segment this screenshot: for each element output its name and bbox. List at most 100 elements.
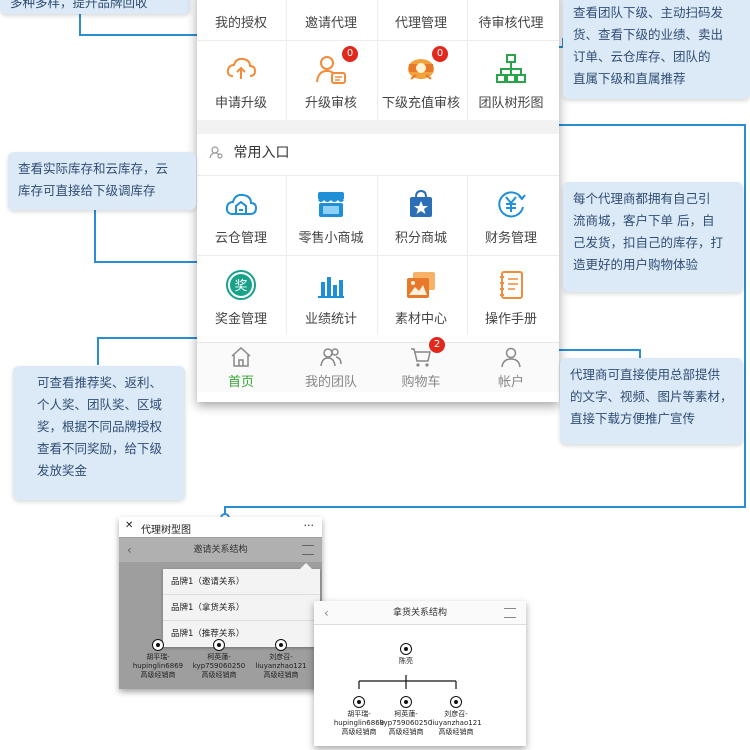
grid-item-upgrade-review[interactable]: 0 升级审核 <box>287 46 375 111</box>
grid-item-team-tree[interactable]: 团队树形图 <box>467 52 555 111</box>
tab-account[interactable]: 帐户 <box>467 343 555 390</box>
grid-item-material-center[interactable]: 素材中心 <box>377 268 465 327</box>
grid-label: 待审核代理 <box>478 16 544 31</box>
callout-line: 货、查看下级的业绩、卖出 <box>573 27 724 42</box>
person-pin-icon <box>450 696 462 708</box>
nav-bar: ‹ 拿货关系结构 <box>314 601 526 625</box>
callout-line: 代理商可直接使用总部提供 <box>570 367 721 382</box>
back-icon[interactable]: ‹ <box>324 606 329 620</box>
relation-dropdown-menu: 品牌1（邀请关系） 品牌1（拿货关系） 品牌1（推荐关系） <box>163 563 320 647</box>
tree-root-node[interactable]: 陈亮 <box>371 643 441 666</box>
callout-line: 直属下级和直属推荐 <box>573 71 686 86</box>
callout-material: 代理商可直接使用总部提供 的文字、视频、图片等素材， 直接下载方便推广宣传 <box>560 358 743 444</box>
grid-label: 下级充值审核 <box>381 96 460 111</box>
divider <box>467 175 468 335</box>
tab-label: 我的团队 <box>304 375 357 390</box>
callout-line: 查看不同奖励，给下级 <box>37 441 163 456</box>
recharge-coin-icon: 0 <box>404 46 448 86</box>
callout-line: 每个代理商都拥有自己引 <box>573 191 711 206</box>
grid-item-invite-agent[interactable]: 邀请代理 <box>287 12 375 31</box>
manual-icon <box>494 268 528 302</box>
callout-line: 订单、云仓库存、团队的 <box>573 49 711 64</box>
divider <box>467 0 468 120</box>
callout-line: 查看实际库存和云库存，云 <box>18 161 169 176</box>
grid-item-retail-mall[interactable]: 零售小商城 <box>287 187 375 246</box>
more-icon[interactable]: ··· <box>303 519 315 532</box>
node-level: 高级经销商 <box>341 728 377 736</box>
shop-icon <box>314 187 348 221</box>
grid-item-my-authorization[interactable]: 我的授权 <box>197 12 285 31</box>
close-icon[interactable]: ✕ <box>125 520 134 531</box>
callout-brand-text: 多种多样，提升品牌回收 <box>10 0 148 10</box>
node-level: 高级经销商 <box>263 671 299 679</box>
node-name: 柯英蓮- <box>207 653 231 661</box>
node-level: 高级经销商 <box>388 728 424 736</box>
grid-item-manual[interactable]: 操作手册 <box>467 268 555 327</box>
section-common-entries: 常用入口 <box>209 142 289 162</box>
divider <box>197 175 559 176</box>
callout-line: 发放奖金 <box>37 463 88 478</box>
node-id: kyp759060250 <box>192 662 246 670</box>
home-icon <box>229 345 253 369</box>
grid-label: 零售小商城 <box>298 231 364 246</box>
nav-bar: ‹ 邀请关系结构 <box>119 538 322 562</box>
tree-node[interactable]: 胡平瑞- hupinglin6869 高级经销商 <box>324 696 394 737</box>
menu-item-referral[interactable]: 品牌1（推荐关系） <box>171 629 245 639</box>
grid-item-finance[interactable]: 财务管理 <box>467 187 555 246</box>
node-level: 高级经销商 <box>438 728 474 736</box>
grid-item-agent-management[interactable]: 代理管理 <box>377 12 465 31</box>
grid-item-performance[interactable]: 业绩统计 <box>287 268 375 327</box>
grid-label: 财务管理 <box>484 231 537 246</box>
svg-text:奖: 奖 <box>234 279 247 294</box>
grid-label: 团队树形图 <box>478 96 544 111</box>
person-pin-icon <box>353 696 365 708</box>
callout-bonus: 可查看推荐奖、返利、 个人奖、团队奖、区域 奖，根据不同品牌授权 查看不同奖励，… <box>13 366 185 500</box>
person-pin-icon <box>400 696 412 708</box>
node-name: 胡平瑞- <box>146 653 170 661</box>
grid-item-apply-upgrade[interactable]: 申请升级 <box>197 52 285 111</box>
callout-line: 可查看推荐奖、返利、 <box>37 375 163 390</box>
node-level: 高级经销商 <box>140 671 176 679</box>
callout-line: 库存可直接给下级调库存 <box>18 183 156 198</box>
person-pin-icon <box>213 639 225 651</box>
node-id: hupinglin6869 <box>132 662 184 670</box>
tree-node[interactable]: 柯英蓮- kyp759060250 高级经销商 <box>371 696 441 737</box>
callout-line: 直接下载方便推广宣传 <box>570 411 696 426</box>
grid-label: 升级审核 <box>304 96 357 111</box>
node-id: liuyanzhao121 <box>255 662 307 670</box>
tab-home[interactable]: 首页 <box>197 343 285 390</box>
tab-cart[interactable]: 2 购物车 <box>377 337 465 390</box>
tab-label: 购物车 <box>401 375 441 390</box>
cart-icon: 2 <box>409 337 445 369</box>
tree-node[interactable]: 刘彦召- liuyanzhao121 高级经销商 <box>246 639 316 680</box>
node-id: kyp759060250 <box>379 719 433 727</box>
grid-item-points-mall[interactable]: 积分商城 <box>377 187 465 246</box>
bar-chart-icon <box>314 268 348 302</box>
tree-node[interactable]: 胡平瑞- hupinglin6869 高级经销商 <box>123 639 193 680</box>
grid-label: 业绩统计 <box>304 312 357 327</box>
grid-item-pending-agents[interactable]: 待审核代理 <box>467 12 555 31</box>
node-name: 胡平瑞- <box>347 710 371 718</box>
bottom-tab-bar: 首页 我的团队 2 购物车 帐户 <box>197 337 559 392</box>
callout-mall: 每个代理商都拥有自己引 流商城，客户下单 后，自 己发货，扣自己的库存，打 造更… <box>563 182 743 292</box>
menu-item-supply[interactable]: 品牌1（拿货关系） <box>163 595 320 621</box>
account-icon <box>499 345 523 369</box>
menu-icon[interactable] <box>504 608 516 618</box>
back-icon[interactable]: ‹ <box>127 543 132 557</box>
images-icon <box>404 268 438 302</box>
tree-node[interactable]: 柯英蓮- kyp759060250 高级经销商 <box>184 639 254 680</box>
tab-my-team[interactable]: 我的团队 <box>287 343 375 390</box>
section-gap <box>197 120 559 134</box>
tree-node[interactable]: 刘彦召- liuyanzhao121 高级经销商 <box>421 696 491 737</box>
tree-chart-icon <box>494 52 528 86</box>
callout-line: 造更好的用户购物体验 <box>573 257 699 272</box>
node-level: 高级经销商 <box>201 671 237 679</box>
award-icon: 奖 <box>224 268 258 302</box>
menu-icon[interactable] <box>302 545 314 555</box>
cloud-upload-icon <box>224 52 258 86</box>
menu-item-invite[interactable]: 品牌1（邀请关系） <box>163 569 320 595</box>
grid-item-sub-recharge-review[interactable]: 0 下级充值审核 <box>377 46 465 111</box>
grid-item-cloud-warehouse[interactable]: 云仓管理 <box>197 187 285 246</box>
grid-label: 我的授权 <box>214 16 267 31</box>
grid-item-bonus-management[interactable]: 奖 奖金管理 <box>197 268 285 327</box>
